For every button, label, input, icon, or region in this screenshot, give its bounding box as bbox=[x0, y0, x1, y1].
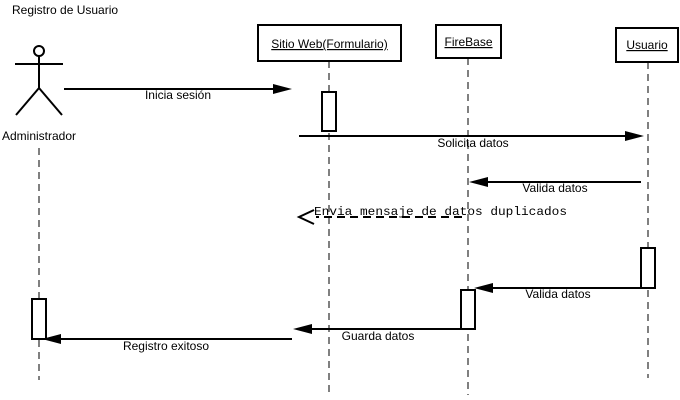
activation-admin bbox=[31, 298, 47, 340]
message-label-valida-datos-1: Valida datos bbox=[522, 181, 587, 195]
actor-head bbox=[33, 45, 45, 57]
message-label-envia-mensaje: Envia mensaje de datos duplicados bbox=[314, 205, 567, 219]
message-label-registro-exitoso: Registro exitoso bbox=[123, 339, 209, 353]
lifeline-firebase: FireBase bbox=[435, 24, 502, 59]
message-envia-mensaje bbox=[296, 209, 462, 225]
diagram-title: Registro de Usuario bbox=[12, 3, 118, 17]
actor-label: Administrador bbox=[2, 129, 76, 143]
actor-administrador bbox=[15, 45, 63, 116]
activation-sitio-web bbox=[321, 91, 337, 132]
message-label-inicia-sesion: Inicia sesión bbox=[145, 88, 211, 102]
message-inicia-sesion bbox=[64, 84, 292, 94]
actor-right-leg bbox=[38, 87, 63, 116]
lifeline-sitio-web: Sitio Web(Formulario) bbox=[257, 24, 402, 62]
message-label-solicita-datos: Solicita datos bbox=[437, 136, 508, 150]
activation-firebase bbox=[460, 289, 476, 330]
message-solicita-datos bbox=[299, 131, 644, 141]
activation-usuario bbox=[640, 247, 656, 289]
lifeline-label-usuario: Usuario bbox=[626, 38, 668, 52]
actor-left-leg bbox=[15, 87, 40, 116]
lifeline-usuario: Usuario bbox=[615, 27, 679, 63]
message-guarda-datos bbox=[293, 324, 461, 334]
message-registro-exitoso bbox=[42, 334, 292, 344]
lifeline-label-sitio-web: Sitio Web(Formulario) bbox=[271, 37, 387, 51]
message-label-guarda-datos: Guarda datos bbox=[342, 329, 415, 343]
message-valida-datos-1 bbox=[469, 177, 641, 187]
message-valida-datos-2 bbox=[474, 283, 641, 293]
message-label-valida-datos-2: Valida datos bbox=[525, 287, 590, 301]
lifeline-label-firebase: FireBase bbox=[444, 35, 492, 49]
